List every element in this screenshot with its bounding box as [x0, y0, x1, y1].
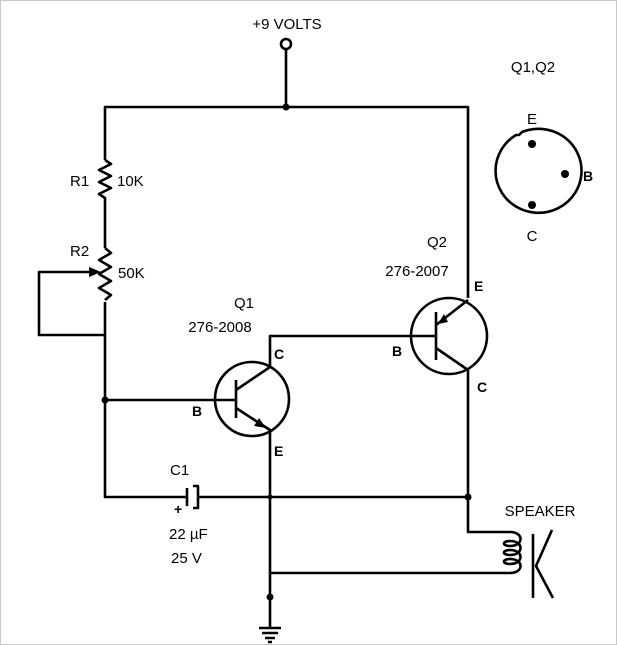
pinout-collector-label: C: [527, 228, 538, 245]
q2-part-number: 276-2007: [385, 263, 448, 280]
transistor-q2: [409, 296, 489, 376]
c1-polarity: +: [174, 501, 182, 517]
q1-label: Q1: [234, 295, 254, 312]
c1-label: C1: [170, 462, 189, 479]
junction-dot: [464, 493, 472, 501]
q2-collector-wire: [435, 346, 510, 534]
pin-base-dot: [561, 170, 569, 178]
r2-label: R2: [70, 243, 89, 260]
wiper-arrow-icon: [89, 267, 101, 277]
emitter-arrow-icon: [438, 314, 448, 324]
supply-terminal: [279, 37, 293, 51]
q1-collector-label: C: [274, 346, 284, 362]
pinout-case: [494, 127, 583, 215]
q1-emitter-label: E: [274, 443, 283, 459]
c1-voltage: 25 V: [171, 550, 202, 567]
pinout-emitter-label: E: [527, 111, 537, 128]
junction-dot: [266, 593, 274, 601]
pin-collector-dot: [528, 201, 536, 209]
left-wire: [103, 302, 187, 499]
transistor-q1: [213, 360, 291, 438]
q2-collector-label: C: [477, 379, 487, 395]
speaker-coil: [270, 530, 522, 575]
potentiometer-r2: [97, 247, 113, 301]
q1-emitter-wire: [235, 406, 272, 628]
speaker-label: SPEAKER: [505, 503, 576, 520]
speaker-icon: [531, 529, 555, 599]
r1-value: 10K: [117, 173, 144, 190]
r2-value: 50K: [118, 265, 145, 282]
q1-base-label: B: [192, 403, 202, 419]
q1-collector-wire: [235, 334, 436, 392]
q2-label: Q2: [427, 234, 447, 251]
pinout-title: Q1,Q2: [511, 59, 555, 76]
c1-capacitance: 22 µF: [169, 526, 208, 543]
q2-base-label: B: [392, 343, 402, 359]
q1-part-number: 276-2008: [188, 319, 251, 336]
capacitor-c1: [185, 484, 468, 510]
ground-icon: [259, 626, 281, 644]
emitter-arrow-icon: [254, 418, 266, 428]
junction-dot: [267, 494, 273, 500]
supply-label: +9 VOLTS: [252, 16, 321, 33]
wiper-wire: [37, 270, 105, 337]
q2-emitter-label: E: [474, 278, 483, 294]
pinout-base-label: B: [583, 168, 593, 184]
junction-dot: [282, 103, 290, 111]
pin-emitter-dot: [528, 140, 536, 148]
resistor-r1: [97, 158, 113, 248]
r1-label: R1: [70, 173, 89, 190]
